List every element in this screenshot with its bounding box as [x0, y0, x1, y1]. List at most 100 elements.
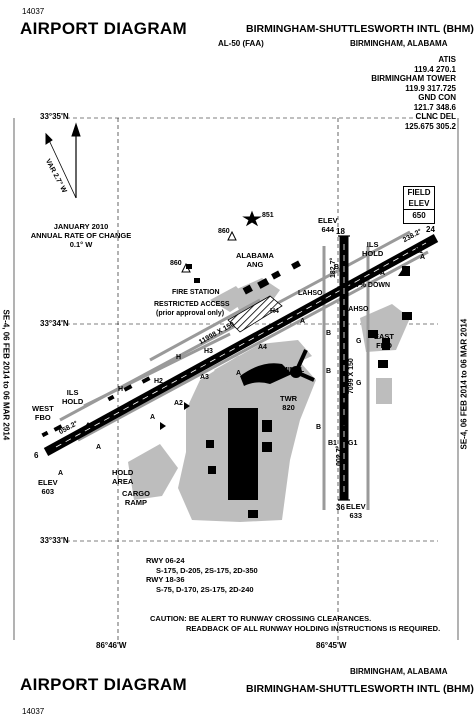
taxiway-label: H2 — [154, 378, 163, 385]
rwy-24-number: 24 — [426, 225, 435, 234]
taxiway-label: B1 — [328, 440, 337, 447]
terminal-building — [240, 349, 315, 386]
obstacle-851: 851 — [262, 212, 274, 219]
ils-sw-l2: HOLD — [62, 397, 84, 406]
wb-rwy-a: RWY 06-24 — [146, 556, 185, 565]
hold-area-l1: HOLD — [112, 468, 134, 477]
hold-area-l2: AREA — [112, 477, 134, 486]
lahso-label-1: LAHSO — [298, 290, 323, 297]
validity-right: SE-4, 06 FEB 2014 to 06 MAR 2014 — [459, 318, 469, 450]
taxiway-label: H — [118, 386, 124, 393]
west-fbo-label: WEST FBO — [32, 404, 54, 422]
east-fbo-l1: EAST — [374, 332, 395, 341]
elev-633: ELEV 633 — [346, 502, 366, 520]
declination-rate: 0.1° W — [69, 240, 93, 249]
designator: AL-50 (FAA) — [218, 39, 264, 48]
elev-644-l: ELEV — [318, 216, 338, 225]
runway-06-24 — [43, 234, 439, 456]
cargo-hangar — [228, 408, 258, 500]
caution-line1: CAUTION: BE ALERT TO RUNWAY CROSSING CLE… — [150, 614, 372, 623]
frequency-block: ATIS 119.4 270.1 BIRMINGHAM TOWER 119.9 … — [371, 55, 456, 131]
wb-rwy-b-vals: S-75, D-170, 2S-175, 2D-240 — [156, 584, 254, 594]
elev-644-v: 644 — [321, 225, 335, 234]
restricted-access-label: RESTRICTED ACCESS — [154, 301, 230, 308]
obstacle-icon — [181, 210, 262, 273]
lat-mid: 33°34'N — [40, 319, 69, 328]
taxiway-label: A — [58, 470, 64, 477]
weight-bearing-block: RWY 06-24 S-175, D-205, 2S-175, 2D-350 R… — [146, 556, 258, 594]
restricted-area — [227, 295, 283, 333]
footer-airport-name: BIRMINGHAM-SHUTTLESWORTH INTL (BHM) — [246, 683, 474, 695]
buildings — [41, 260, 412, 438]
elev-603-v: 603 — [41, 487, 55, 496]
elev-644: ELEV 644 — [318, 216, 338, 234]
ils-hold-sw: ILS HOLD — [62, 388, 83, 406]
taxiway-label: A — [300, 318, 306, 325]
page-title: AIRPORT DIAGRAM — [20, 19, 187, 38]
footer-chart-number: 14037 — [22, 707, 45, 716]
lahso-label-2: LAHSO — [344, 306, 369, 313]
taxiway-label: A3 — [200, 374, 209, 381]
ang-line1: ALABAMA — [236, 251, 274, 260]
caution-note: CAUTION: BE ALERT TO RUNWAY CROSSING CLE… — [150, 614, 440, 634]
hold-area-label: HOLD AREA — [112, 468, 133, 486]
elev-603-l: ELEV — [38, 478, 58, 487]
freq-gnd-label: GND CON — [418, 93, 456, 102]
freq-clnc-value: 125.675 305.2 — [404, 121, 456, 131]
cargo-ramp-label: CARGO RAMP — [122, 489, 150, 507]
declination-date: JANUARY 2010 — [53, 222, 109, 231]
rwy-18-number: 18 — [336, 227, 345, 236]
twr-elev: 820 — [282, 403, 295, 412]
elev-603: ELEV 603 — [38, 478, 58, 496]
taxiway-label: A — [150, 414, 156, 421]
airport-name: BIRMINGHAM-SHUTTLESWORTH INTL (BHM) — [246, 23, 474, 35]
taxiway-label: A — [96, 444, 102, 451]
field-elev-value: 650 — [404, 209, 434, 221]
freq-tower-value: 119.9 317.725 — [405, 83, 456, 93]
ang-line2: ANG — [246, 259, 264, 269]
taxiway-label: B1 — [334, 264, 343, 271]
freq-tower-label: BIRMINGHAM TOWER — [371, 74, 456, 83]
cargo-l1: CARGO — [122, 489, 150, 498]
field-elev-label2: ELEV — [408, 199, 430, 208]
wb-rwy-b: RWY 18-36 — [146, 575, 185, 584]
taxiway-label: H4 — [270, 308, 279, 315]
obstacle-860-b: 860 — [170, 260, 182, 267]
taxiway-label: A2 — [174, 400, 183, 407]
obstacle-860-a: 860 — [218, 228, 230, 235]
ils-ne-l2: HOLD — [362, 249, 384, 258]
twr-text: TWR — [280, 394, 298, 403]
hold-markers — [84, 270, 406, 430]
city: BIRMINGHAM, ALABAMA — [350, 39, 448, 48]
validity-left: SE-4, 06 FEB 2014 to 06 MAR 2014 — [1, 309, 11, 441]
ils-sw-l1: ILS — [66, 388, 79, 397]
ils-ne-l1: ILS — [366, 240, 379, 249]
slope-label: 0.7% DOWN — [350, 282, 391, 289]
lat-bottom: 33°33'N — [40, 536, 69, 545]
caution-line2: READBACK OF ALL RUNWAY HOLDING INSTRUCTI… — [186, 624, 441, 633]
north-arrow-icon — [45, 122, 81, 199]
alabama-ang-label: ALABAMA ANG — [236, 251, 274, 269]
taxiway-label: G — [356, 380, 362, 387]
cargo-l2: RAMP — [124, 498, 147, 507]
taxiway-label: A — [380, 270, 386, 277]
lat-top: 33°35'N — [40, 112, 69, 121]
freq-gnd-value: 121.7 348.6 — [413, 102, 456, 112]
taxiway-label: A — [420, 254, 426, 261]
west-fbo-l1: WEST — [32, 404, 54, 413]
taxiway-label: G1 — [348, 440, 358, 447]
elev-633-l: ELEV — [346, 502, 366, 511]
footer-title: AIRPORT DIAGRAM — [20, 675, 187, 694]
taxiway-label: B — [326, 368, 332, 375]
taxiway-label: A4 — [258, 344, 267, 351]
east-fbo-label: EAST FBO — [374, 332, 394, 350]
east-fbo-l2: FBO — [376, 341, 392, 350]
taxiway-label: H3 — [204, 348, 213, 355]
declination-rate-label: ANNUAL RATE OF CHANGE — [30, 231, 132, 240]
lon-right: 86°45'W — [316, 641, 347, 650]
elev-633-v: 633 — [349, 511, 363, 520]
taxiway-label: B — [316, 424, 322, 431]
west-fbo-l2: FBO — [34, 413, 51, 422]
restricted-access-note: (prior approval only) — [156, 310, 225, 317]
